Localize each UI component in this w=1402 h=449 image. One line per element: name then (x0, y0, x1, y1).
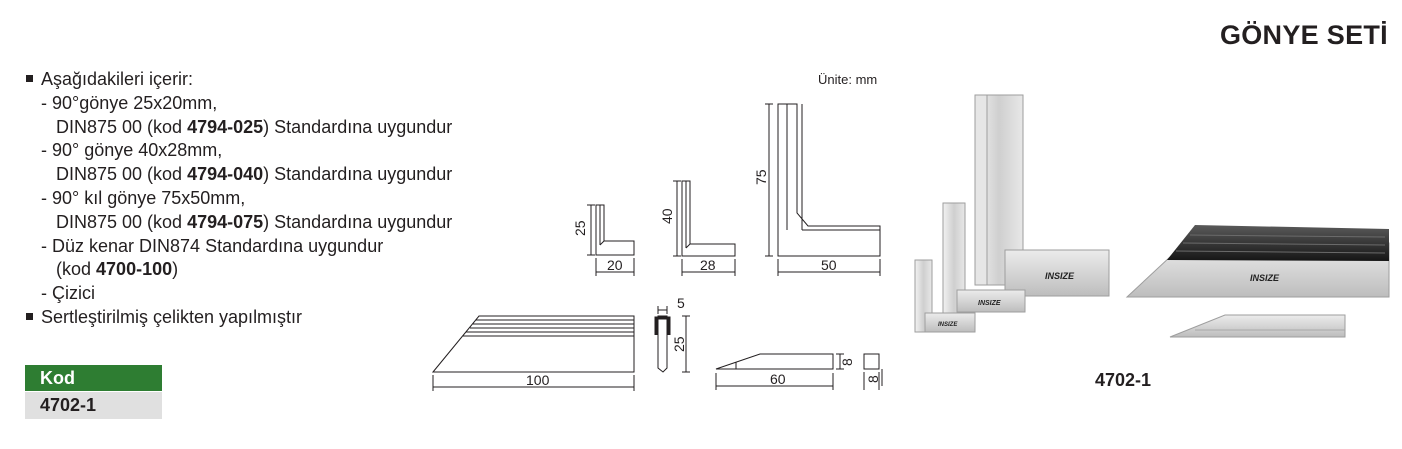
feature-item3-line1: - 90° kıl gönye 75x50mm, (41, 187, 246, 208)
code-table: Kod 4702-1 (25, 365, 162, 419)
dim-square3-width: 50 (821, 257, 837, 273)
scriber-drawing (715, 353, 883, 390)
feature-item2-line2: DIN875 00 (kod 4794-040) Standardına uyg… (56, 164, 453, 185)
photo-straightedge: INSIZE (1125, 225, 1390, 298)
square-medium-drawing (673, 180, 736, 276)
product-code: 4700-100 (96, 259, 173, 280)
feature-item2-line1: - 90° gönye 40x28mm, (41, 140, 223, 161)
unit-label: Ünite: mm (818, 72, 878, 87)
photo-square-small: INSIZE (914, 259, 976, 333)
photo-caption: 4702-1 (1095, 370, 1152, 390)
square-small-drawing (587, 204, 635, 276)
feature-contents: Aşağıdakileri içerir: (26, 68, 452, 92)
feature-item1-line1: - 90°gönye 25x20mm, (41, 92, 218, 113)
photo-square-large: INSIZE (974, 94, 1110, 297)
dim-scriber-height: 8 (839, 358, 855, 366)
dim-profile-height: 25 (671, 336, 687, 352)
square-large-drawing (765, 103, 881, 276)
product-code: 4794-025 (187, 116, 264, 137)
photo-scriber (1169, 314, 1346, 338)
dim-scriber-length: 60 (770, 371, 786, 387)
dim-square2-width: 28 (700, 257, 716, 273)
product-photo: INSIZE INSIZE INSIZE INSIZE (914, 94, 1390, 338)
dim-square2-height: 40 (659, 208, 675, 224)
feature-item4-line2: (kod 4700-100) (56, 259, 179, 280)
product-code: 4794-075 (187, 211, 264, 232)
feature-item5: - Çizici (41, 283, 95, 304)
feature-hardened: Sertleştirilmiş çelikten yapılmıştır (26, 306, 452, 330)
feature-item4-line1: - Düz kenar DIN874 Standardına uygundur (41, 235, 384, 256)
bullet-icon (26, 75, 33, 82)
dim-straightedge-length: 100 (526, 372, 550, 388)
dim-profile-width: 5 (677, 295, 685, 311)
feature-list: Aşağıdakileri içerir: - 90°gönye 25x20mm… (26, 68, 452, 330)
dim-square1-height: 25 (572, 220, 588, 236)
brand-logo: INSIZE (978, 300, 1001, 307)
dim-square1-width: 20 (607, 257, 623, 273)
feature-item3-line2: DIN875 00 (kod 4794-075) Standardına uyg… (56, 211, 453, 232)
dim-square3-height: 75 (753, 169, 769, 185)
dim-end-width: 8 (865, 375, 881, 383)
code-table-value: 4702-1 (25, 392, 162, 419)
straightedge-drawing (431, 315, 635, 391)
feature-item1-line2: DIN875 00 (kod 4794-025) Standardına uyg… (56, 116, 453, 137)
photo-square-medium: INSIZE (942, 202, 1026, 314)
brand-logo: INSIZE (1250, 273, 1280, 283)
code-table-header: Kod (25, 365, 162, 391)
page-title: GÖNYE SETİ (1219, 20, 1388, 50)
straightedge-profile-drawing (654, 306, 690, 373)
bullet-icon (26, 312, 33, 320)
brand-logo: INSIZE (1045, 271, 1075, 281)
product-code: 4794-040 (187, 164, 264, 185)
brand-logo: INSIZE (938, 322, 958, 328)
